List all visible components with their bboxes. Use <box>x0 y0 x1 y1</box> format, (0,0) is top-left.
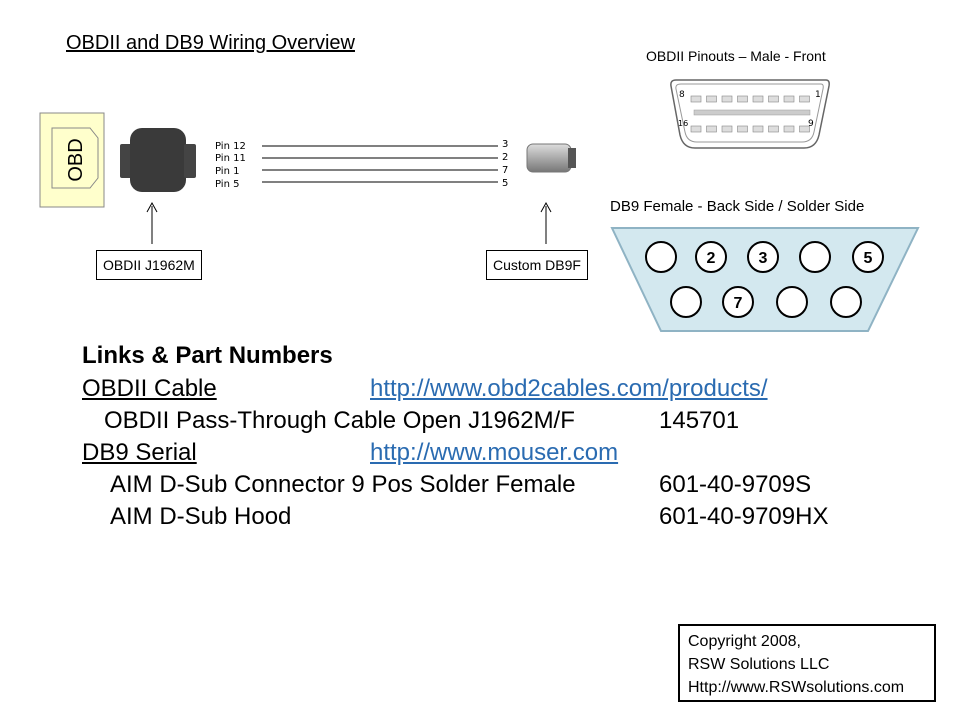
wire-pin-right: 3 <box>502 139 508 150</box>
dsub-connector-description: AIM D-Sub Connector 9 Pos Solder Female <box>110 471 576 498</box>
dsub-hood-description: AIM D-Sub Hood <box>110 503 292 530</box>
obdii-pin <box>752 125 764 133</box>
obdii-cable-description: OBDII Pass-Through Cable Open J1962M/F <box>104 407 575 434</box>
obdii-cable-label: OBDII Cable <box>82 375 217 402</box>
dsub-connector-part-number: 601-40-9709S <box>659 471 812 498</box>
db9-pin <box>830 286 862 318</box>
obdii-pin <box>706 95 717 103</box>
wire-pin-right: 2 <box>502 152 508 163</box>
links-heading: Links & Part Numbers <box>82 342 333 369</box>
db9-pin <box>852 241 884 273</box>
db9-pin-number: 5 <box>864 250 873 267</box>
obd-plug-face <box>51 127 99 189</box>
obdii-cable-link[interactable]: http://www.obd2cables.com/products/ <box>370 375 768 402</box>
wire-pin-left: Pin 11 <box>215 153 246 164</box>
obdii-pinout-inner <box>675 83 824 143</box>
db9-pin <box>747 241 779 273</box>
db9-pin-grid: 2 3 5 7 <box>645 241 884 318</box>
obdii-pin-label: 16 <box>678 119 688 128</box>
obd-connector-latch-right <box>184 144 196 178</box>
obdii-pin <box>721 125 733 133</box>
copyright-line: Copyright 2008, <box>688 633 801 650</box>
dsub-hood-part-number: 601-40-9709HX <box>659 503 829 530</box>
obdii-pin <box>783 95 795 103</box>
obdii-cable-part-number: 145701 <box>659 407 740 434</box>
db9-pinout-title: DB9 Female - Back Side / Solder Side <box>610 198 865 215</box>
obdii-pin <box>799 125 810 133</box>
obdii-pin <box>783 125 795 133</box>
db9-pin <box>799 241 831 273</box>
obdii-pin <box>721 95 733 103</box>
wire-pin-left: Pin 1 <box>215 166 239 177</box>
db9-connector-body <box>526 143 572 173</box>
wire-pin-right: 5 <box>502 178 508 189</box>
copyright-url[interactable]: Http://www.RSWsolutions.com <box>688 679 905 696</box>
obdii-pinout-title: OBDII Pinouts – Male - Front <box>646 48 826 64</box>
db9-pin <box>670 286 702 318</box>
obd-connector-body <box>130 128 186 192</box>
obd-label: OBD <box>65 138 87 181</box>
db9-pin <box>776 286 808 318</box>
db9-pin <box>722 286 754 318</box>
obdii-pin <box>690 95 702 103</box>
db9-serial-link[interactable]: http://www.mouser.com <box>370 439 619 466</box>
db9-serial-label: DB9 Serial <box>82 439 197 466</box>
obdii-pin-label: 9 <box>808 119 814 129</box>
wire-pin-right: 7 <box>502 165 508 176</box>
obdii-pin <box>768 95 779 103</box>
obdii-pin <box>706 125 717 133</box>
obdii-pin <box>737 125 748 133</box>
copyright-company: RSW Solutions LLC <box>688 656 830 673</box>
diagram-title: OBDII and DB9 Wiring Overview <box>66 32 355 54</box>
obdii-pin-label: 8 <box>679 90 685 100</box>
wire-pin-left: Pin 12 <box>215 141 246 152</box>
arrow-obd-head <box>146 201 158 213</box>
db9-pin <box>695 241 727 273</box>
arrow-db9-head <box>540 201 552 213</box>
obd-connector-latch-left <box>120 144 132 178</box>
obdii-center-ridge <box>693 109 811 116</box>
db9-pin <box>645 241 677 273</box>
db9-pin-number: 2 <box>707 250 716 267</box>
copyright-box: Copyright 2008, RSW Solutions LLC Http:/… <box>678 624 936 702</box>
db9-pin-number: 3 <box>759 250 768 267</box>
obdii-pin-label: 1 <box>815 90 821 100</box>
obd-connector-callout: OBDII J1962M <box>96 250 202 280</box>
obdii-pin <box>799 95 810 103</box>
db9-connector-end <box>568 148 576 168</box>
db9-pin-number: 7 <box>734 295 743 312</box>
obdii-pin <box>737 95 748 103</box>
obdii-pin-grid <box>690 95 810 133</box>
db9-connector-callout: Custom DB9F <box>486 250 588 280</box>
obdii-pin <box>690 125 702 133</box>
obdii-pin <box>768 125 779 133</box>
obdii-pin <box>752 95 764 103</box>
wire-pin-left: Pin 5 <box>215 179 239 190</box>
